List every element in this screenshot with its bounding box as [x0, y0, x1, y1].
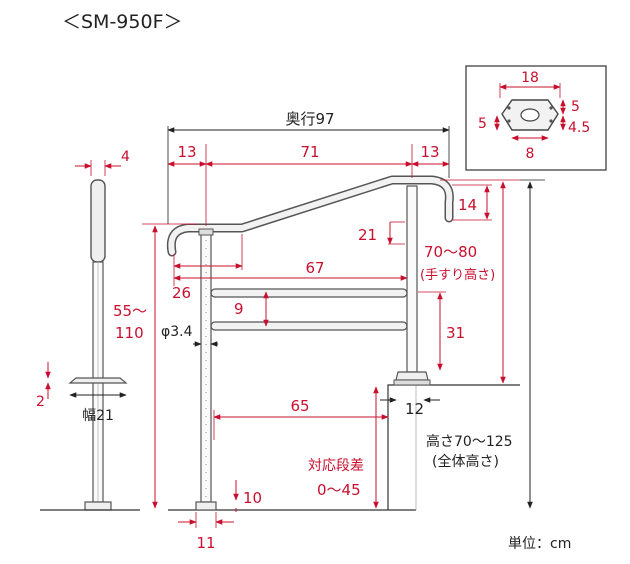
side-view	[40, 179, 140, 511]
inset-top-dim: 18	[521, 70, 539, 86]
inset-right-top-dim: 5	[571, 99, 580, 115]
foot-width-dim: 11	[196, 534, 215, 552]
foot-height-dim: 10	[243, 489, 262, 507]
middle-segment-dim: 71	[300, 143, 319, 161]
inset-profile-shape	[501, 99, 559, 131]
bar-length-dim: 67	[305, 259, 324, 277]
base-thickness-dim: 2	[36, 394, 45, 410]
handrail-height-dim: 70～80	[424, 243, 477, 261]
rail-drop-dim: 14	[458, 196, 477, 214]
side-height-dim-a: 55～	[113, 302, 147, 320]
pipe-diameter-dim: φ3.4	[161, 324, 193, 340]
handrail-height-note: (手すり高さ)	[420, 267, 495, 283]
bar-gap-dim: 9	[234, 300, 244, 318]
depth-total-dim: 奥行97	[285, 110, 334, 128]
side-height-dim-b: 110	[115, 324, 144, 342]
total-height-note: (全体高さ)	[432, 453, 499, 470]
step-label: 対応段差	[308, 458, 364, 474]
bar-height-dim: 31	[446, 324, 465, 342]
left-end-dim: 26	[172, 284, 191, 302]
step-range-dim: 0～45	[317, 481, 361, 499]
rail-upper-dim: 21	[358, 226, 377, 244]
right-segment-dim: 13	[420, 143, 439, 161]
post-width-dim: 4	[121, 149, 130, 165]
base-width-dim: 幅21	[82, 408, 114, 424]
page-title: ＜SM-950F＞	[62, 11, 183, 33]
total-height-dim: 高さ70～125	[426, 433, 513, 450]
inset-detail: 18 5 4.5 5 8	[465, 65, 607, 171]
left-segment-dim: 13	[177, 143, 196, 161]
base-span-dim: 65	[290, 397, 309, 415]
unit-label: 単位：cm	[508, 536, 571, 552]
inset-left-dim: 5	[478, 116, 487, 132]
foot-right-dim: 12	[405, 400, 424, 418]
inset-right-bottom-dim: 4.5	[568, 120, 590, 136]
inset-bottom-dim: 8	[526, 146, 535, 162]
handrail-front-view	[166, 175, 520, 511]
